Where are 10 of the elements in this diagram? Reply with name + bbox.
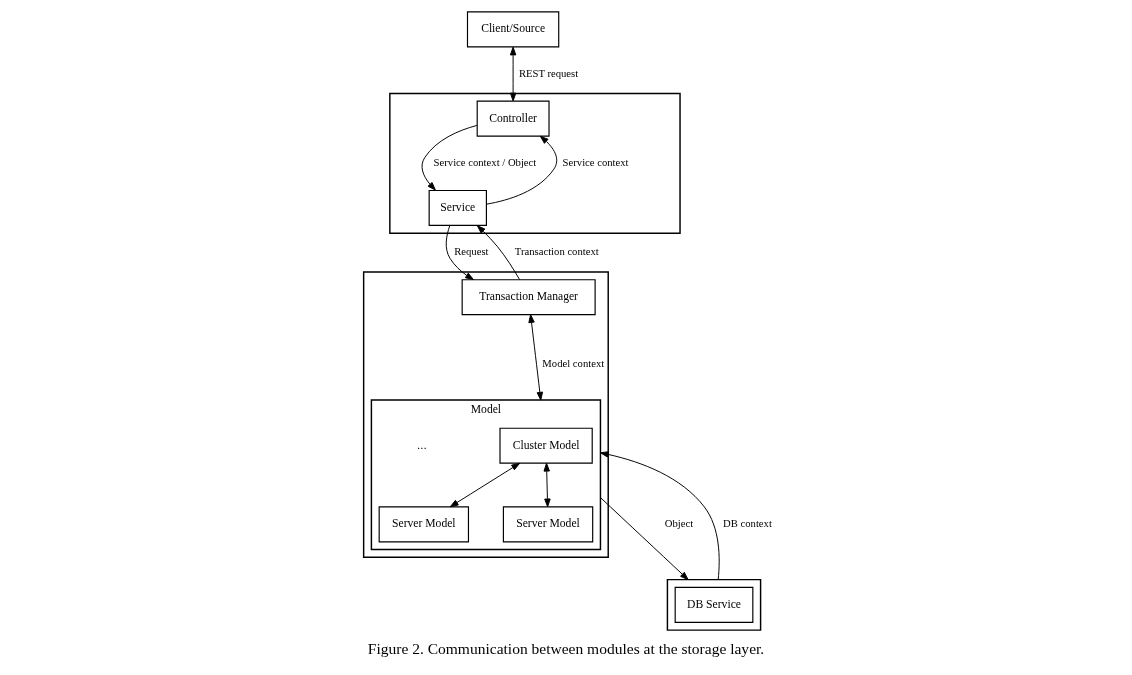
edge-label: Transaction context	[514, 245, 599, 258]
edge-label: DB context	[723, 517, 772, 530]
edge-label: Request	[454, 245, 489, 258]
edge-label: REST request	[518, 66, 579, 79]
edge-label: Service context / Object	[433, 156, 537, 169]
edge-label: Service context	[562, 156, 629, 169]
label: ...	[417, 437, 427, 451]
caption: Figure 2. Communication between modules at the storage layer.	[367, 640, 765, 658]
edge-label: Model context	[542, 356, 605, 369]
edge-label: Object	[664, 517, 694, 530]
